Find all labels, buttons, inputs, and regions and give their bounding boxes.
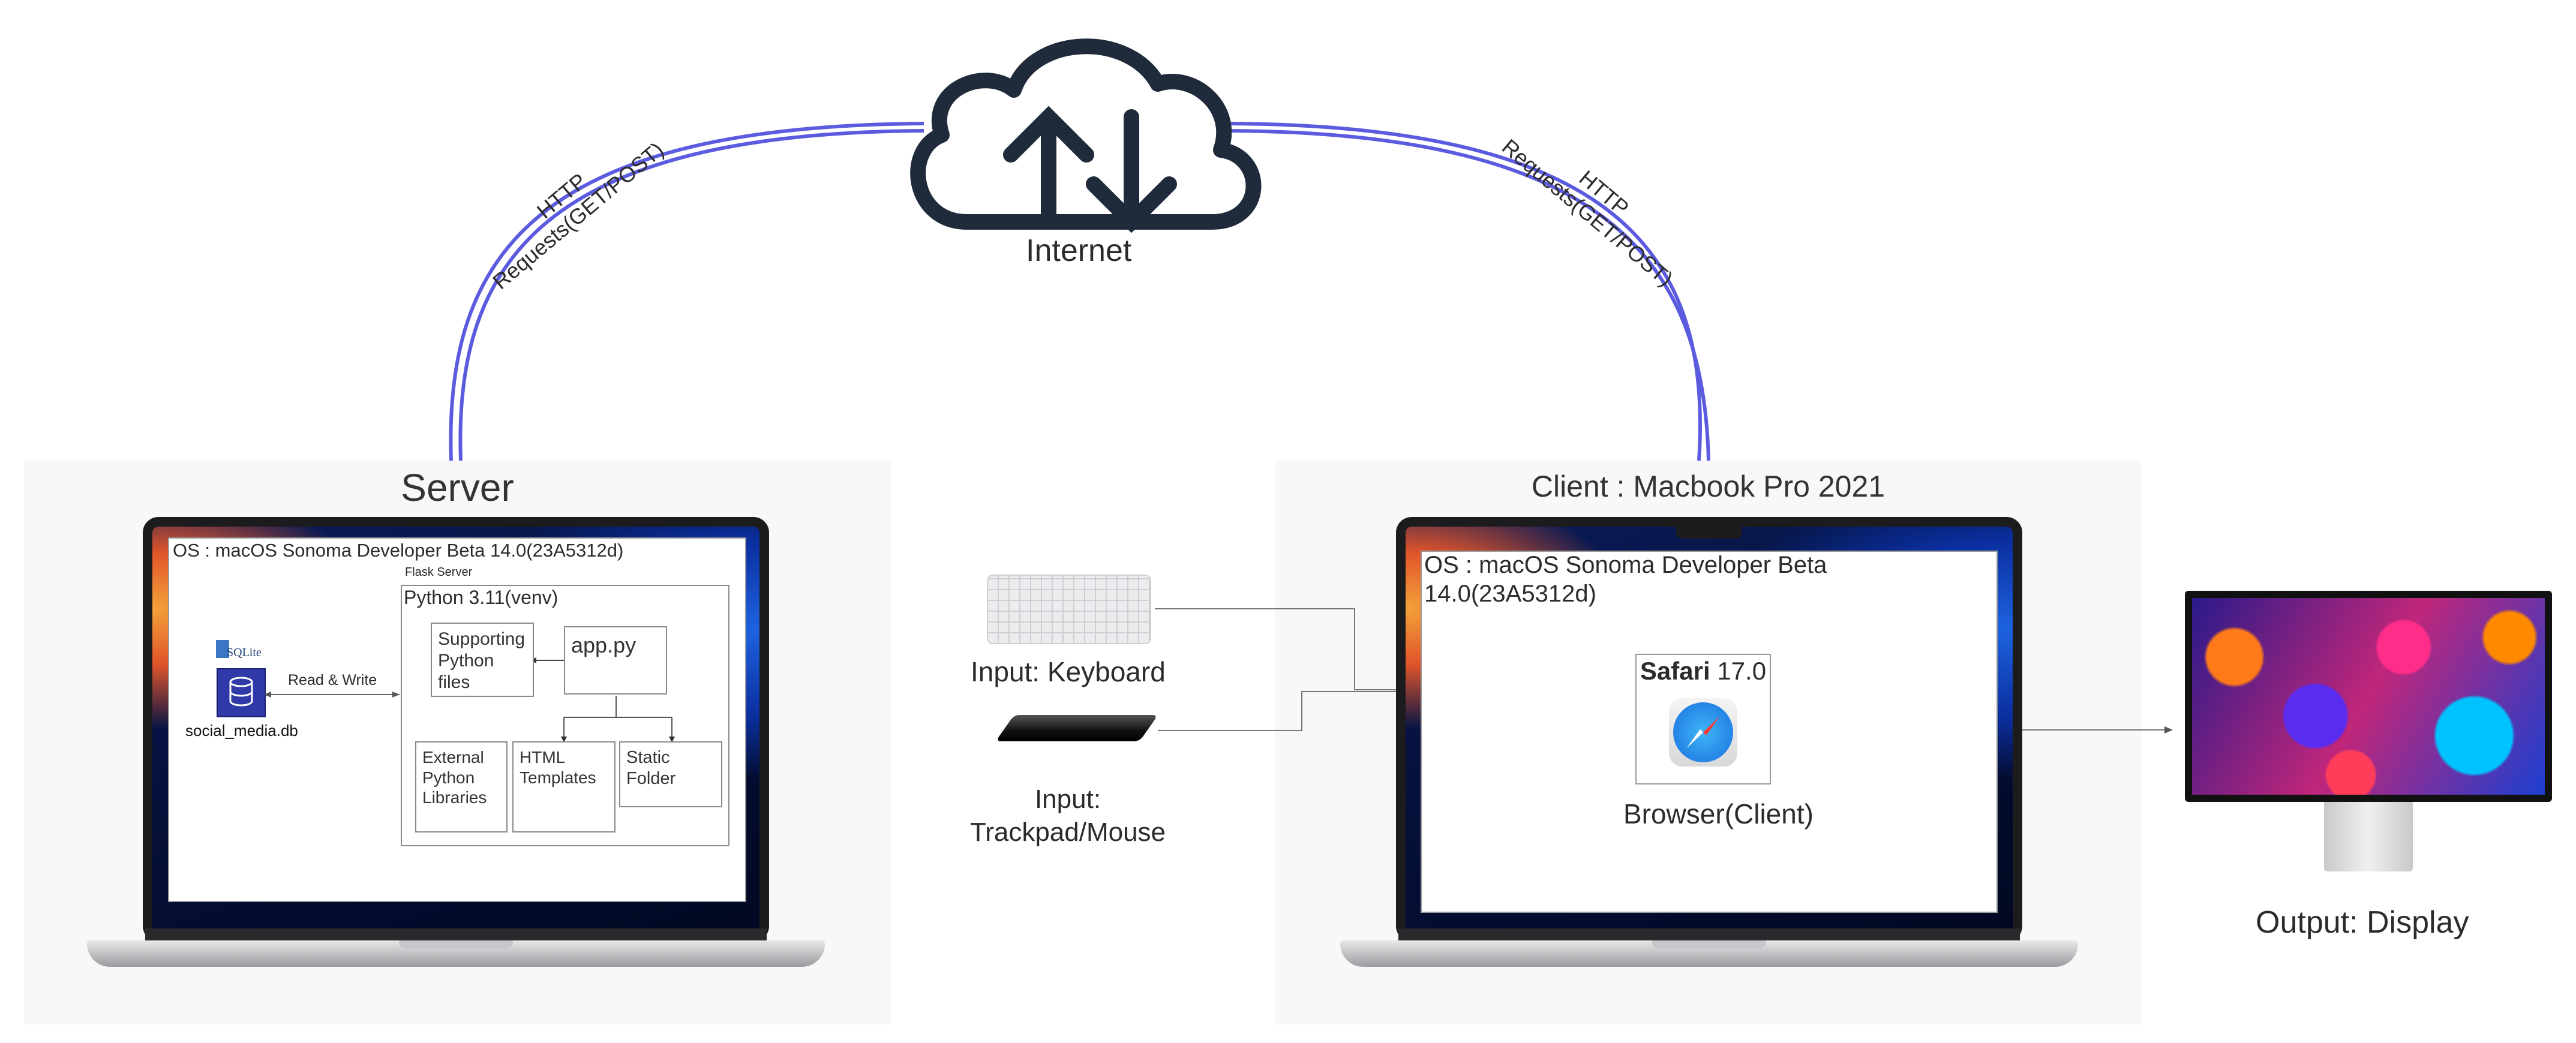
trackpad-input-label: Input: Trackpad/Mouse xyxy=(960,783,1176,849)
camera-notch xyxy=(1676,522,1742,539)
python-venv-label: Python 3.11(venv) xyxy=(404,587,559,608)
safari-name: Safari xyxy=(1640,657,1710,685)
trackpad-input-label-line2: Trackpad/Mouse xyxy=(969,817,1166,847)
safari-version: 17.0 xyxy=(1717,657,1767,685)
client-os-label-line2: 14.0(23A5312d) xyxy=(1424,581,1596,607)
html-templates-box: HTML Templates xyxy=(512,741,616,832)
server-os-label: OS : macOS Sonoma Developer Beta 14.0(23… xyxy=(173,540,624,561)
trackpad-input-label-line1: Input: xyxy=(1034,784,1101,814)
client-title: Client : Macbook Pro 2021 xyxy=(1531,470,1886,503)
client-os-label-line1: OS : macOS Sonoma Developer Beta xyxy=(1424,552,1827,578)
trackpad-icon xyxy=(995,715,1158,741)
browser-client-label: Browser(Client) xyxy=(1623,798,1814,829)
flask-server-label: Flask Server xyxy=(405,566,473,579)
external-python-libraries-box: External Python Libraries xyxy=(415,741,508,832)
internet-label: Internet xyxy=(1026,233,1132,268)
app-py-box: app.py xyxy=(564,626,667,695)
static-folder-box: Static Folder xyxy=(619,741,722,807)
display-wallpaper xyxy=(2192,598,2545,795)
output-display-label: Output: Display xyxy=(2256,905,2469,940)
server-title: Server xyxy=(401,466,514,509)
supporting-python-files-box: Supporting Python files xyxy=(431,623,534,697)
sqlite-logo-text: SQLite xyxy=(227,646,262,659)
sqlite-database-icon: SQLite xyxy=(211,639,271,723)
display-stand xyxy=(2324,802,2413,871)
read-write-label: Read & Write xyxy=(288,672,377,689)
db-file-label: social_media.db xyxy=(185,722,298,740)
keyboard-input-label: Input: Keyboard xyxy=(971,656,1166,687)
keyboard-icon xyxy=(987,575,1151,644)
safari-icon xyxy=(1669,698,1737,767)
safari-box: Safari 17.0 xyxy=(1635,654,1771,784)
client-os-label: OS : macOS Sonoma Developer Beta 14.0(23… xyxy=(1424,551,1827,608)
